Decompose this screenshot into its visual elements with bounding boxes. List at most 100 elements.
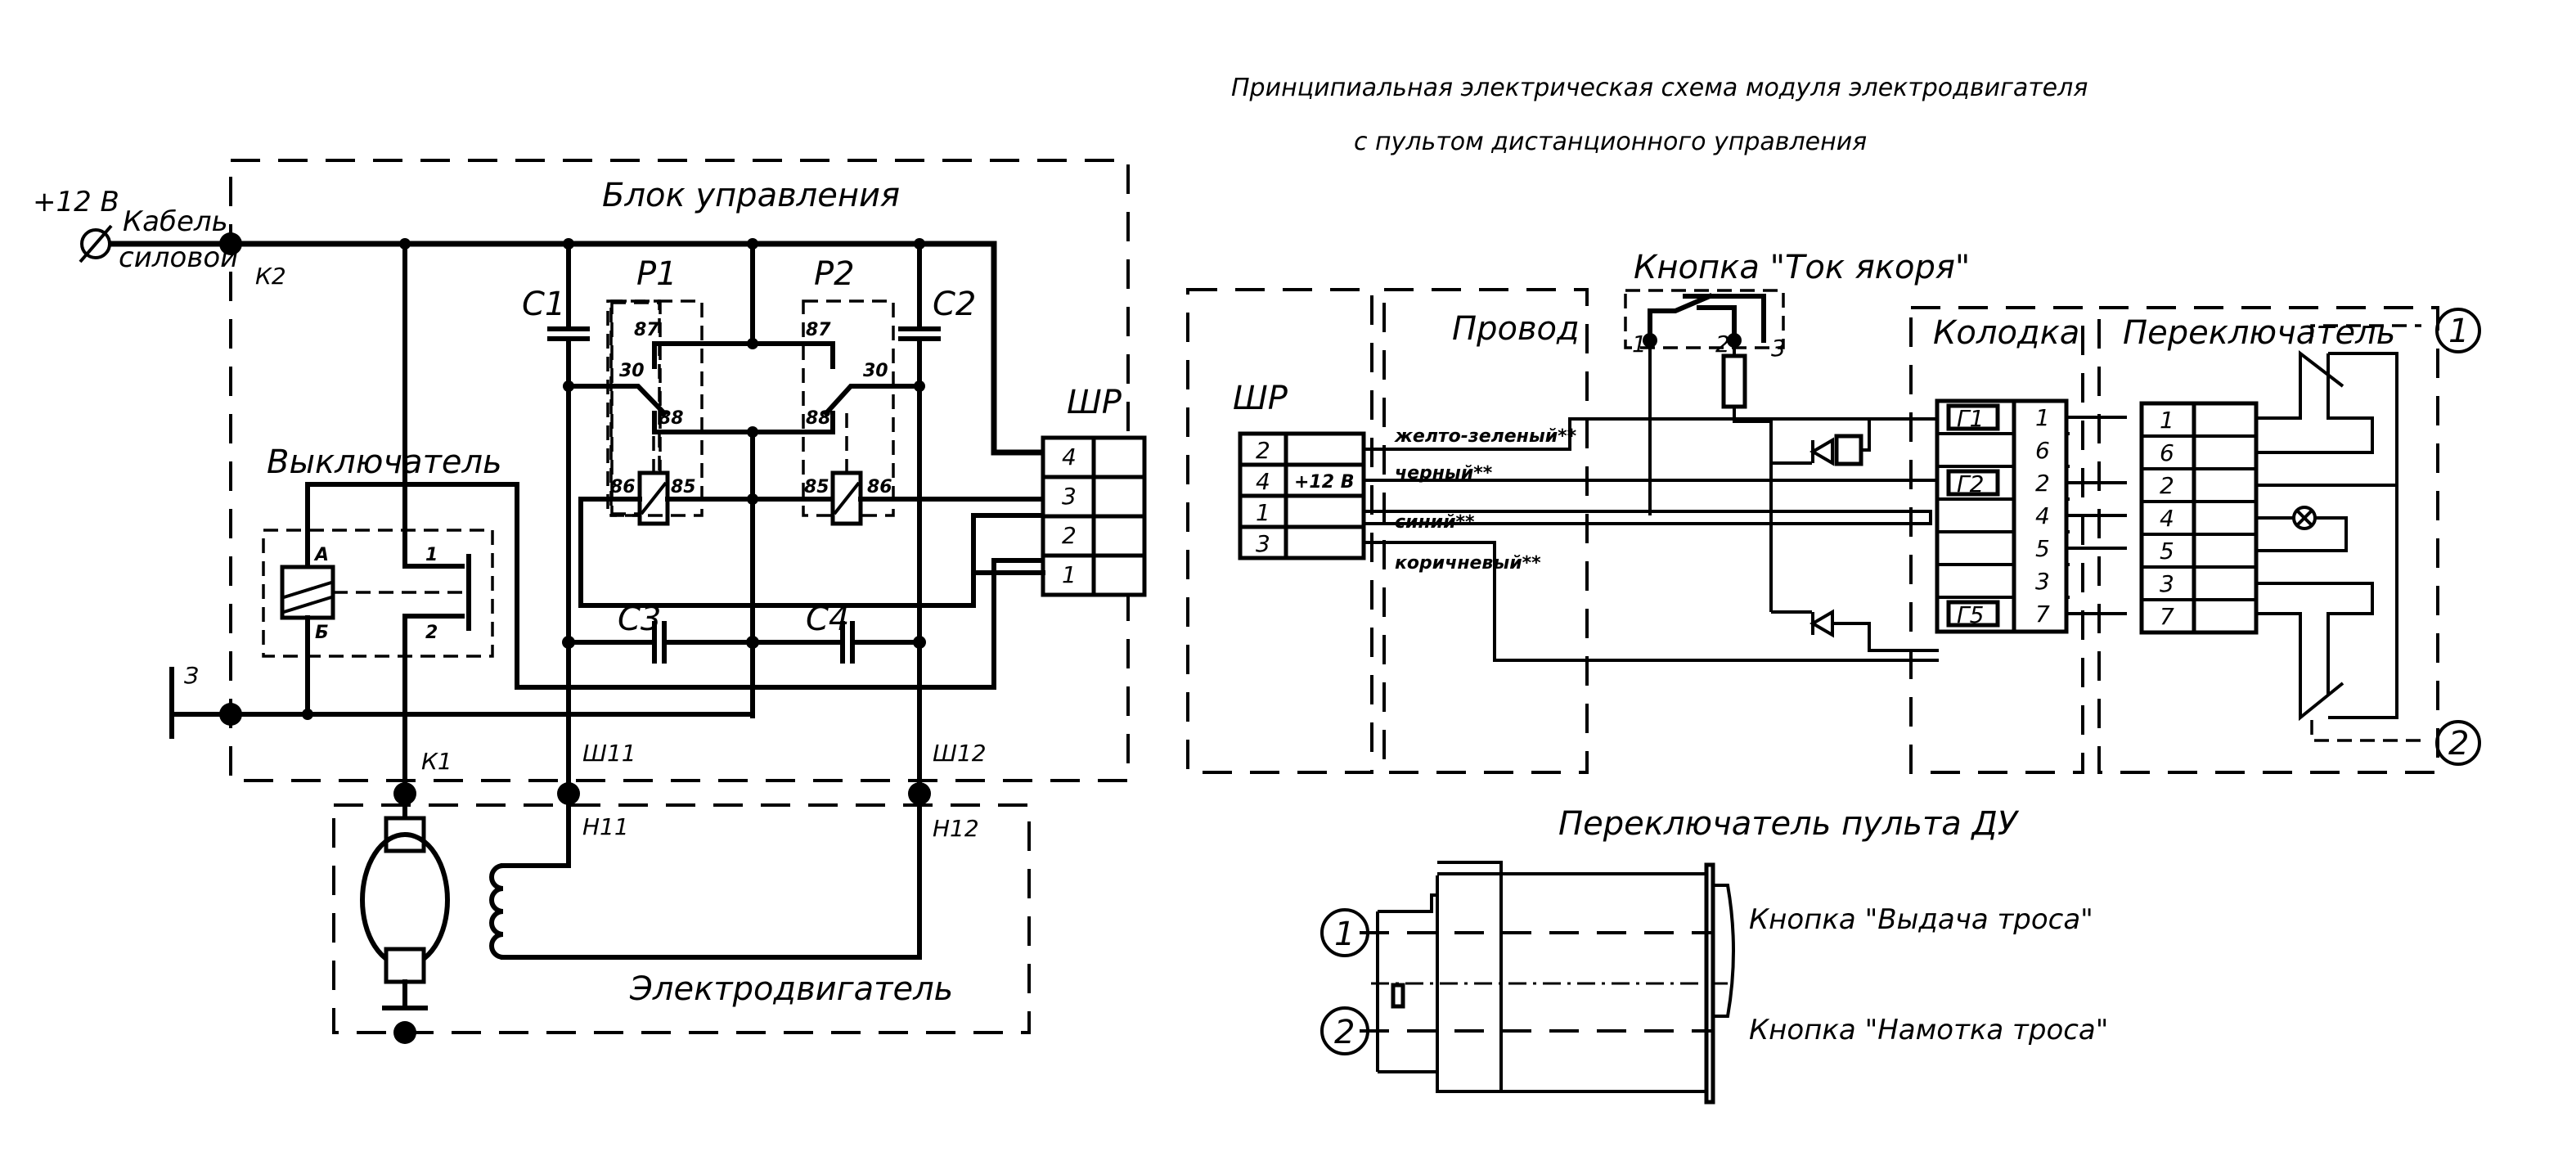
switch-contact-1: 1 xyxy=(425,545,438,565)
relay-p1-pin-86: 86 xyxy=(610,477,636,497)
terminal-sh12: Ш12 xyxy=(933,740,987,767)
power-terminal-icon xyxy=(79,224,113,263)
diode-1-icon xyxy=(1809,419,1871,466)
wire-label-yellow-green: желто-зеленый** xyxy=(1394,426,1577,447)
relay-p1-name: Р1 xyxy=(636,255,677,293)
switch-pin-b: Б xyxy=(315,623,329,643)
plug-pin-2: 2 xyxy=(2035,470,2050,497)
svg-text:2: 2 xyxy=(2448,725,2469,763)
terminal-k2: К2 xyxy=(255,263,286,290)
plug-pin-7: 7 xyxy=(2035,601,2050,628)
cable-label-1: Кабель xyxy=(123,205,228,238)
switch-pin-a: А xyxy=(313,545,329,565)
motor-title: Электродвигатель xyxy=(629,970,953,1008)
motor-icon xyxy=(360,832,450,968)
voltage-label: +12 В xyxy=(33,186,119,218)
plug-pin-1: 1 xyxy=(2035,404,2050,431)
wire-block-frame xyxy=(1382,288,1589,774)
selector-contact-1-icon xyxy=(2256,349,2344,420)
remote-switch-title: Переключатель пульта ДУ xyxy=(1558,805,2020,843)
shunt-resistor-icon xyxy=(1721,353,1747,409)
current-button-pin-3: 3 xyxy=(1771,335,1786,362)
selector-block-title: Переключатель xyxy=(2123,314,2395,352)
relay-p2-name: Р2 xyxy=(814,255,855,293)
plug-socket-g1: Г1 xyxy=(1957,405,1984,432)
relay-p1: Р1 xyxy=(425,0,1045,608)
terminal-n12: Н12 xyxy=(933,815,979,842)
relay-p1-label: Р1 xyxy=(425,0,466,8)
plug-socket-g2: Г2 xyxy=(1957,470,1984,497)
wire-block-title: Провод xyxy=(1452,310,1580,348)
power-bus xyxy=(110,241,1043,456)
relay-p1-pin-85: 85 xyxy=(671,477,696,497)
wire-label-brown: коричневый** xyxy=(1395,553,1541,574)
relay-p2-pin-86: 86 xyxy=(867,477,892,497)
current-button-pin-2: 2 xyxy=(1715,331,1730,358)
wire-yellow-green xyxy=(1364,417,1939,451)
selector-pin-1: 1 xyxy=(2160,407,2174,434)
control-connector-pin-2: 2 xyxy=(1062,522,1077,549)
relay-p1-pin-87: 87 xyxy=(634,320,659,340)
switch-title: Выключатель xyxy=(267,443,502,481)
control-block-title: Блок управления xyxy=(602,177,900,214)
ground-label: З xyxy=(184,662,199,689)
plug-block-frame xyxy=(1909,306,2084,774)
button-cable-out-label: Кнопка "Выдача троса" xyxy=(1749,903,2093,936)
diode-2-icon xyxy=(1809,609,1939,652)
plug-block-title: Колодка xyxy=(1933,314,2079,352)
control-connector-label: ШР xyxy=(1067,384,1122,421)
remote-connector-pin-2: 2 xyxy=(1256,437,1270,464)
svg-text:1: 1 xyxy=(1334,916,1355,953)
terminal-sh11: Ш11 xyxy=(582,740,636,767)
cable-label-2: силовой xyxy=(119,241,238,274)
svg-text:2: 2 xyxy=(1334,1014,1355,1051)
svg-text:1: 1 xyxy=(2448,313,2469,350)
selector-pin-4: 4 xyxy=(2160,505,2174,532)
relay-p2 xyxy=(802,299,1045,526)
relay-p2-pin-88: 88 xyxy=(806,408,831,429)
capacitor-c1-label: С1 xyxy=(522,286,565,323)
remote-connector-pin-1: 1 xyxy=(1256,499,1270,526)
switch-frame xyxy=(262,529,494,658)
field-winding-icon xyxy=(489,862,506,961)
current-button-title: Кнопка "Ток якоря" xyxy=(1634,249,1970,286)
marker-1: 1 xyxy=(2435,308,2481,353)
selector-pin-7: 7 xyxy=(2160,603,2174,630)
diagram-title-line2: с пультом дистанционного управления xyxy=(1354,128,1867,156)
wire-blue xyxy=(1364,510,1932,525)
diagram-title-line1: Принципиальная электрическая схема модул… xyxy=(1231,74,2088,102)
relay-p2-pin-87: 87 xyxy=(806,320,831,340)
terminal-n11: Н11 xyxy=(582,813,629,840)
relay-p1-pin-30: 30 xyxy=(619,361,645,381)
motor-block-frame xyxy=(332,803,1031,1034)
remote-switch-drawing xyxy=(1360,861,1735,1105)
capacitor-c3-label: С3 xyxy=(618,601,661,638)
switch-contact-2: 2 xyxy=(425,623,438,643)
remote-marker-2: 2 xyxy=(1320,1006,1369,1055)
selector-block-frame xyxy=(2097,306,2439,774)
selector-pin-6: 6 xyxy=(2160,439,2174,466)
remote-connector xyxy=(1238,431,1366,560)
capacitor-c4-label: С4 xyxy=(806,601,849,638)
remote-connector-label: ШР xyxy=(1233,380,1288,417)
current-button[interactable] xyxy=(1624,289,1785,349)
control-connector-pin-3: 3 xyxy=(1062,483,1077,510)
plug-pin-6: 6 xyxy=(2035,437,2050,464)
capacitor-c2-label: С2 xyxy=(933,286,976,323)
control-connector-pin-1: 1 xyxy=(1062,561,1077,588)
selector-pin-3: 3 xyxy=(2160,570,2174,597)
plug-block-grid xyxy=(1935,398,2070,634)
button-cable-in-label: Кнопка "Намотка троса" xyxy=(1749,1014,2108,1046)
relay-p1-pin-88: 88 xyxy=(659,408,684,429)
control-block: Блок управления +12 В Кабель силовой К2 … xyxy=(33,0,1147,800)
relay-p2-pin-30: 30 xyxy=(863,361,888,381)
control-connector-pin-4: 4 xyxy=(1062,443,1077,470)
current-button-pin-1: 1 xyxy=(1632,331,1647,358)
selector-grid xyxy=(2139,401,2259,635)
indicator-lamp-icon xyxy=(2292,506,2317,530)
selector-contact-2-icon xyxy=(2256,612,2344,722)
motor-block: Н11 Н12 Электродвигатель xyxy=(332,778,1031,1044)
remote-connector-pin-3: 3 xyxy=(1256,530,1270,557)
control-connector xyxy=(1041,435,1147,597)
terminal-k1: К1 xyxy=(421,748,452,775)
